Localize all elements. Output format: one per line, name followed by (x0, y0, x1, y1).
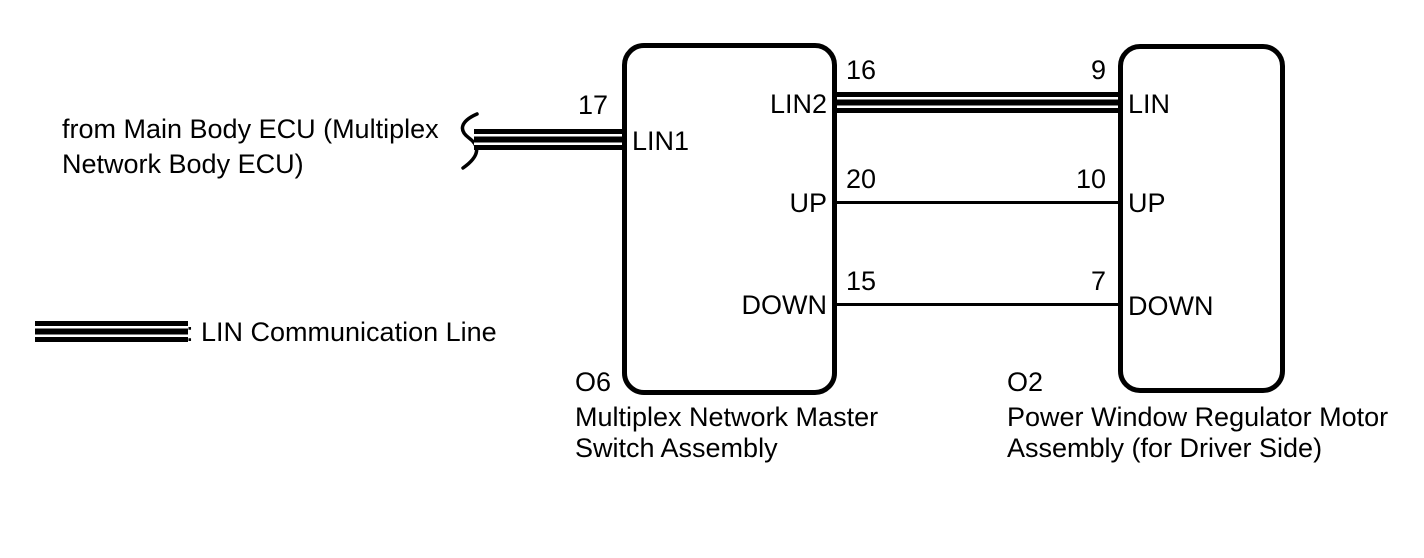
up-wire (837, 201, 1118, 204)
component-code-o6: O6 (575, 367, 612, 397)
component-name-regulator-motor: Power Window Regulator Motor Assembly (f… (1007, 402, 1388, 464)
down-wire (837, 303, 1118, 306)
pin-label-lin: LIN (1128, 89, 1171, 119)
lin2-to-lin-communication-line (837, 92, 1118, 113)
pin-number-9: 9 (1090, 55, 1106, 85)
legend-lin-band-icon (35, 321, 188, 342)
pin-number-15: 15 (846, 266, 877, 296)
pin-label-down-left: DOWN (741, 290, 827, 320)
lin1-communication-line (474, 129, 622, 150)
wire-break-icon (460, 112, 479, 170)
pin-label-lin2: LIN2 (769, 89, 827, 119)
source-note: from Main Body ECU (Multiplex Network Bo… (62, 112, 439, 182)
component-name-line1: Power Window Regulator Motor (1007, 402, 1389, 432)
legend-label: : LIN Communication Line (186, 317, 497, 347)
master-switch-box (622, 43, 837, 395)
component-name-master-switch: Multiplex Network Master Switch Assembly (575, 402, 878, 464)
source-note-line1: from Main Body ECU (Multiplex (62, 114, 439, 144)
component-code-o2: O2 (1007, 367, 1044, 397)
component-name-line1: Multiplex Network Master (575, 402, 879, 432)
pin-number-10: 10 (1075, 164, 1106, 194)
source-note-line2: Network Body ECU) (62, 149, 304, 179)
pin-label-up-left: UP (789, 188, 827, 218)
pin-number-17: 17 (577, 90, 608, 120)
pin-label-up-right: UP (1128, 188, 1166, 218)
pin-number-16: 16 (846, 55, 877, 85)
pin-label-down-right: DOWN (1128, 291, 1214, 321)
pin-number-20: 20 (846, 164, 877, 194)
component-name-line2: Assembly (for Driver Side) (1007, 433, 1323, 463)
component-name-line2: Switch Assembly (575, 433, 778, 463)
regulator-motor-box (1118, 44, 1285, 393)
pin-label-lin1: LIN1 (632, 126, 690, 156)
pin-number-7: 7 (1090, 266, 1106, 296)
